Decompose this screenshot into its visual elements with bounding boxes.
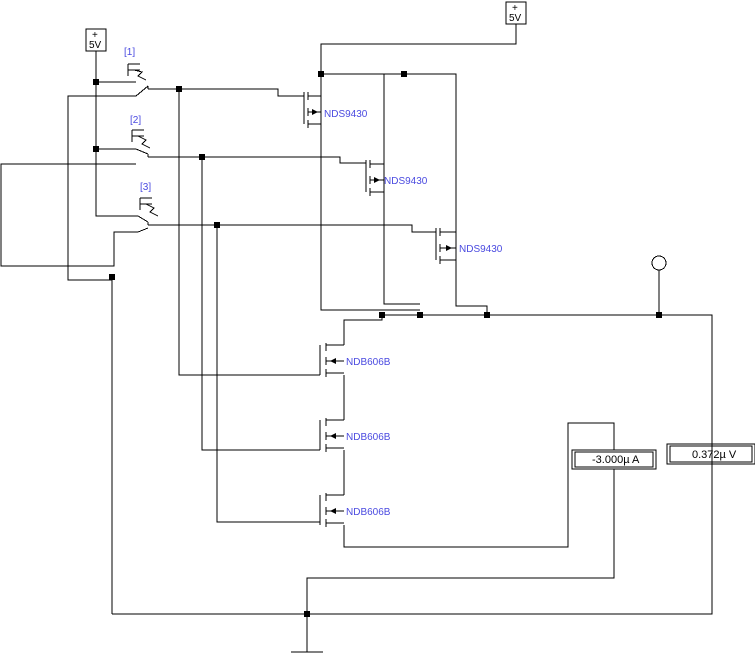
pmos-transistor-2[interactable]: NDS9430 bbox=[362, 160, 428, 196]
nmos-transistor-3[interactable]: NDB606B bbox=[319, 493, 391, 527]
switch-3[interactable]: [3] bbox=[137, 182, 159, 233]
junction-dots bbox=[93, 71, 662, 617]
ammeter-reading: -3.000µ A bbox=[592, 454, 640, 466]
transistor-label: NDB606B bbox=[346, 507, 391, 518]
nmos-transistor-2[interactable]: NDB606B bbox=[319, 418, 391, 452]
voltmeter-reading: 0.372µ V bbox=[692, 449, 737, 461]
transistor-label: NDS9430 bbox=[324, 109, 368, 120]
supply-label: 5V bbox=[89, 40, 102, 51]
nmos-transistor-1[interactable]: NDB606B bbox=[319, 343, 391, 377]
transistor-label: NDB606B bbox=[346, 432, 391, 443]
switch-2[interactable]: [2] bbox=[124, 115, 151, 165]
transistor-label: NDS9430 bbox=[459, 244, 503, 255]
ammeter[interactable]: -3.000µ A bbox=[571, 449, 657, 470]
supply-label: 5V bbox=[509, 13, 522, 24]
output-probe[interactable] bbox=[651, 255, 667, 271]
pmos-transistor-1[interactable]: NDS9430 bbox=[296, 92, 368, 130]
switch-1[interactable]: [1] bbox=[124, 47, 149, 97]
wires bbox=[0, 24, 713, 653]
pmos-transistor-3[interactable]: NDS9430 bbox=[430, 228, 503, 264]
voltmeter[interactable]: 0.372µ V bbox=[666, 443, 755, 465]
switch-label: [2] bbox=[130, 115, 141, 126]
supply-sign: + bbox=[512, 3, 518, 14]
supply-5v-top[interactable]: + 5V bbox=[505, 1, 527, 25]
supply-sign: + bbox=[92, 30, 98, 41]
supply-5v-left[interactable]: + 5V bbox=[85, 28, 107, 52]
switch-label: [3] bbox=[140, 182, 151, 193]
transistor-label: NDB606B bbox=[346, 357, 391, 368]
transistor-label: NDS9430 bbox=[384, 176, 428, 187]
switch-label: [1] bbox=[124, 47, 135, 58]
